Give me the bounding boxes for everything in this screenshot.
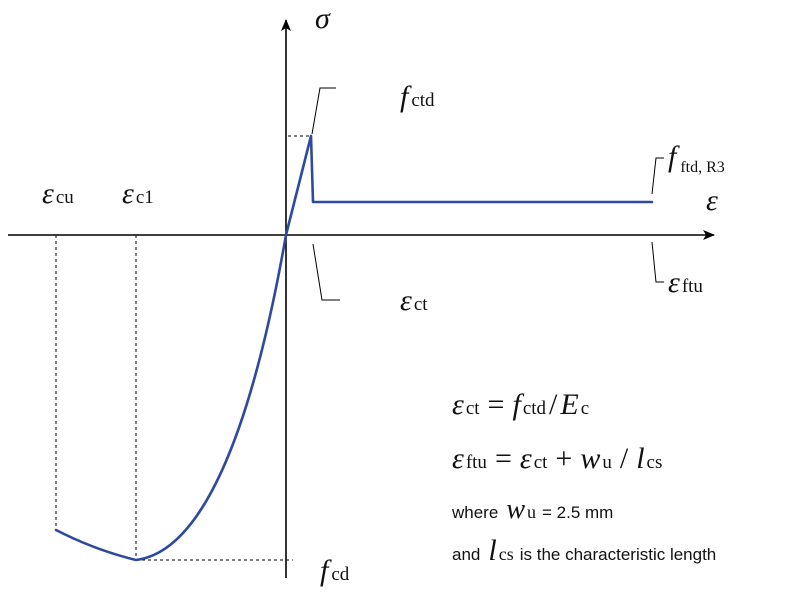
leader-f-ftd — [651, 157, 664, 195]
leader-eps-ct — [312, 243, 340, 301]
compression-curve — [54, 233, 288, 562]
y-axis-label: σ — [315, 2, 331, 35]
leader-f-ctd — [311, 87, 336, 135]
x-axis-label: ε — [706, 184, 718, 217]
tension-curve — [284, 134, 654, 237]
leader-eps-ftu — [651, 241, 664, 283]
